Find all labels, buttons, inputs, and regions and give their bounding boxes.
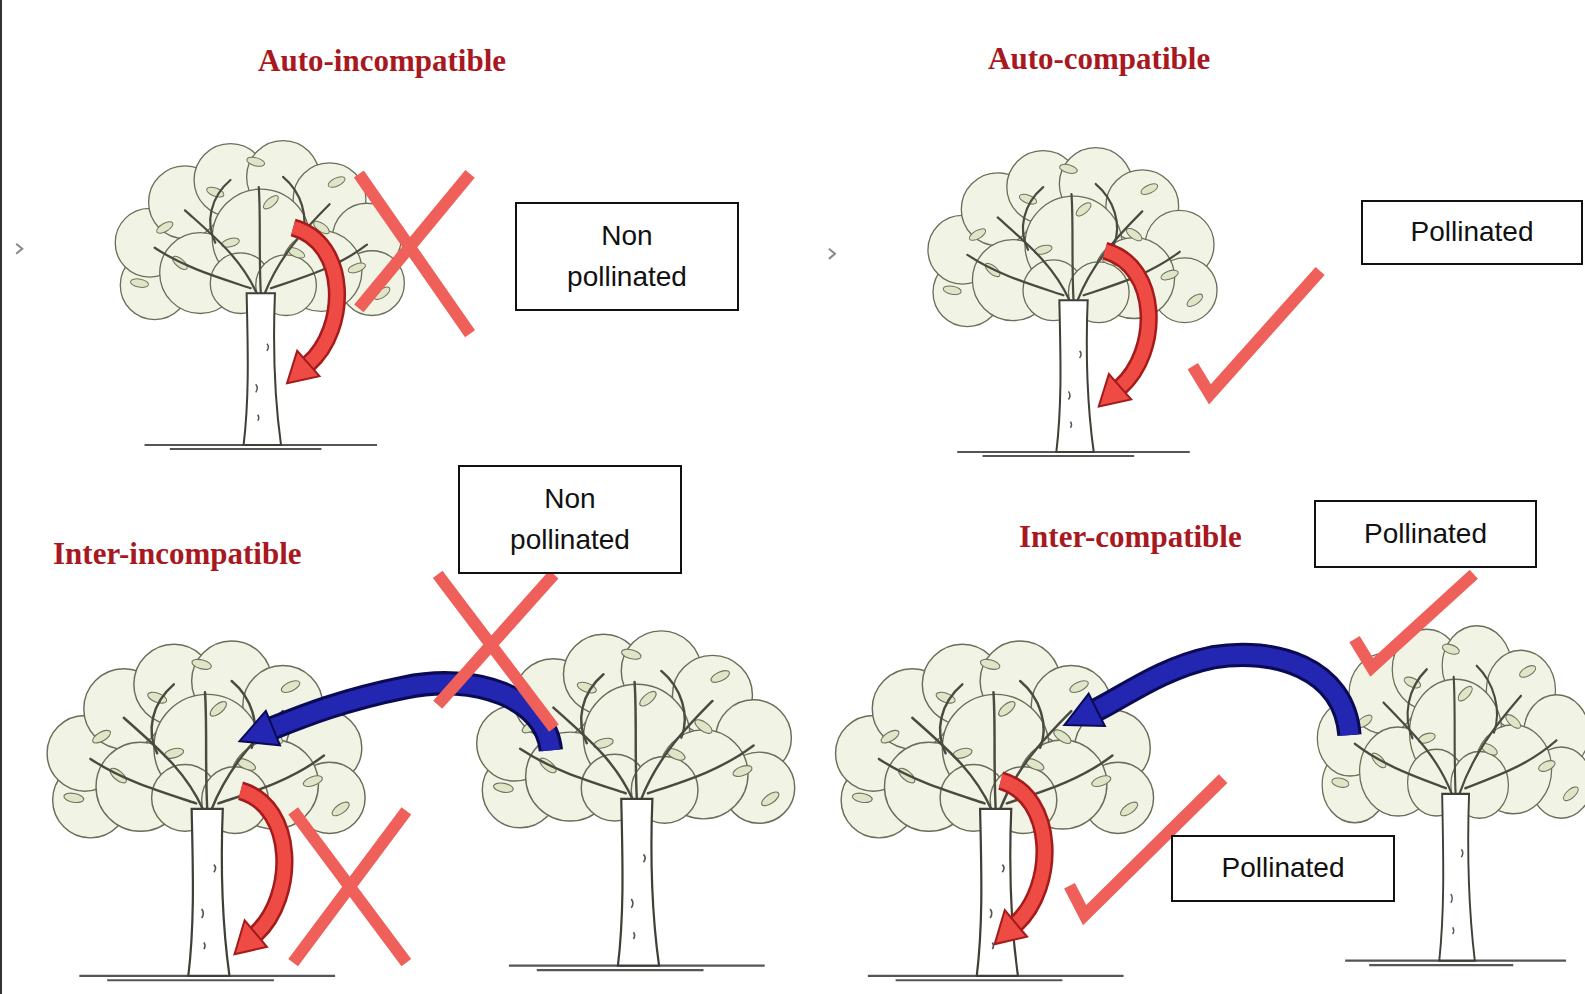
result-box: Pollinated xyxy=(1314,500,1537,568)
self-pollination-arrow xyxy=(287,228,337,384)
check-mark xyxy=(1193,271,1320,394)
panel-heading: Inter-compatible xyxy=(1019,518,1242,555)
self-pollination-arrow xyxy=(995,781,1045,945)
result-box: Pollinated xyxy=(1361,200,1583,265)
box-text: Pollinated xyxy=(1364,514,1487,555)
self-pollination-arrow xyxy=(235,791,285,955)
frame-line xyxy=(0,0,2,994)
self-pollination-arrow xyxy=(1099,251,1149,407)
tree-figure xyxy=(928,148,1217,456)
tree-figure xyxy=(1317,626,1585,965)
result-box: Pollinated xyxy=(1171,835,1395,902)
box-text: Pollinated xyxy=(1222,848,1345,889)
cross-mark xyxy=(359,174,470,334)
check-mark xyxy=(1355,574,1474,667)
cross-pollination-arrow xyxy=(240,683,551,750)
chevron-mark xyxy=(829,249,835,259)
panel-heading: Inter-incompatible xyxy=(53,535,302,572)
box-text: Pollinated xyxy=(1411,212,1534,253)
cross-pollination-arrow xyxy=(1064,655,1349,735)
box-text: Non pollinated xyxy=(544,216,710,297)
result-box: Non pollinated xyxy=(515,202,739,311)
cross-mark xyxy=(438,574,554,728)
result-box: Non pollinated xyxy=(458,465,682,574)
panel-heading: Auto-incompatible xyxy=(258,42,506,79)
chevron-mark xyxy=(16,244,22,254)
box-text: Non pollinated xyxy=(487,479,653,560)
cross-mark xyxy=(293,811,406,963)
panel-heading: Auto-compatible xyxy=(988,40,1210,77)
